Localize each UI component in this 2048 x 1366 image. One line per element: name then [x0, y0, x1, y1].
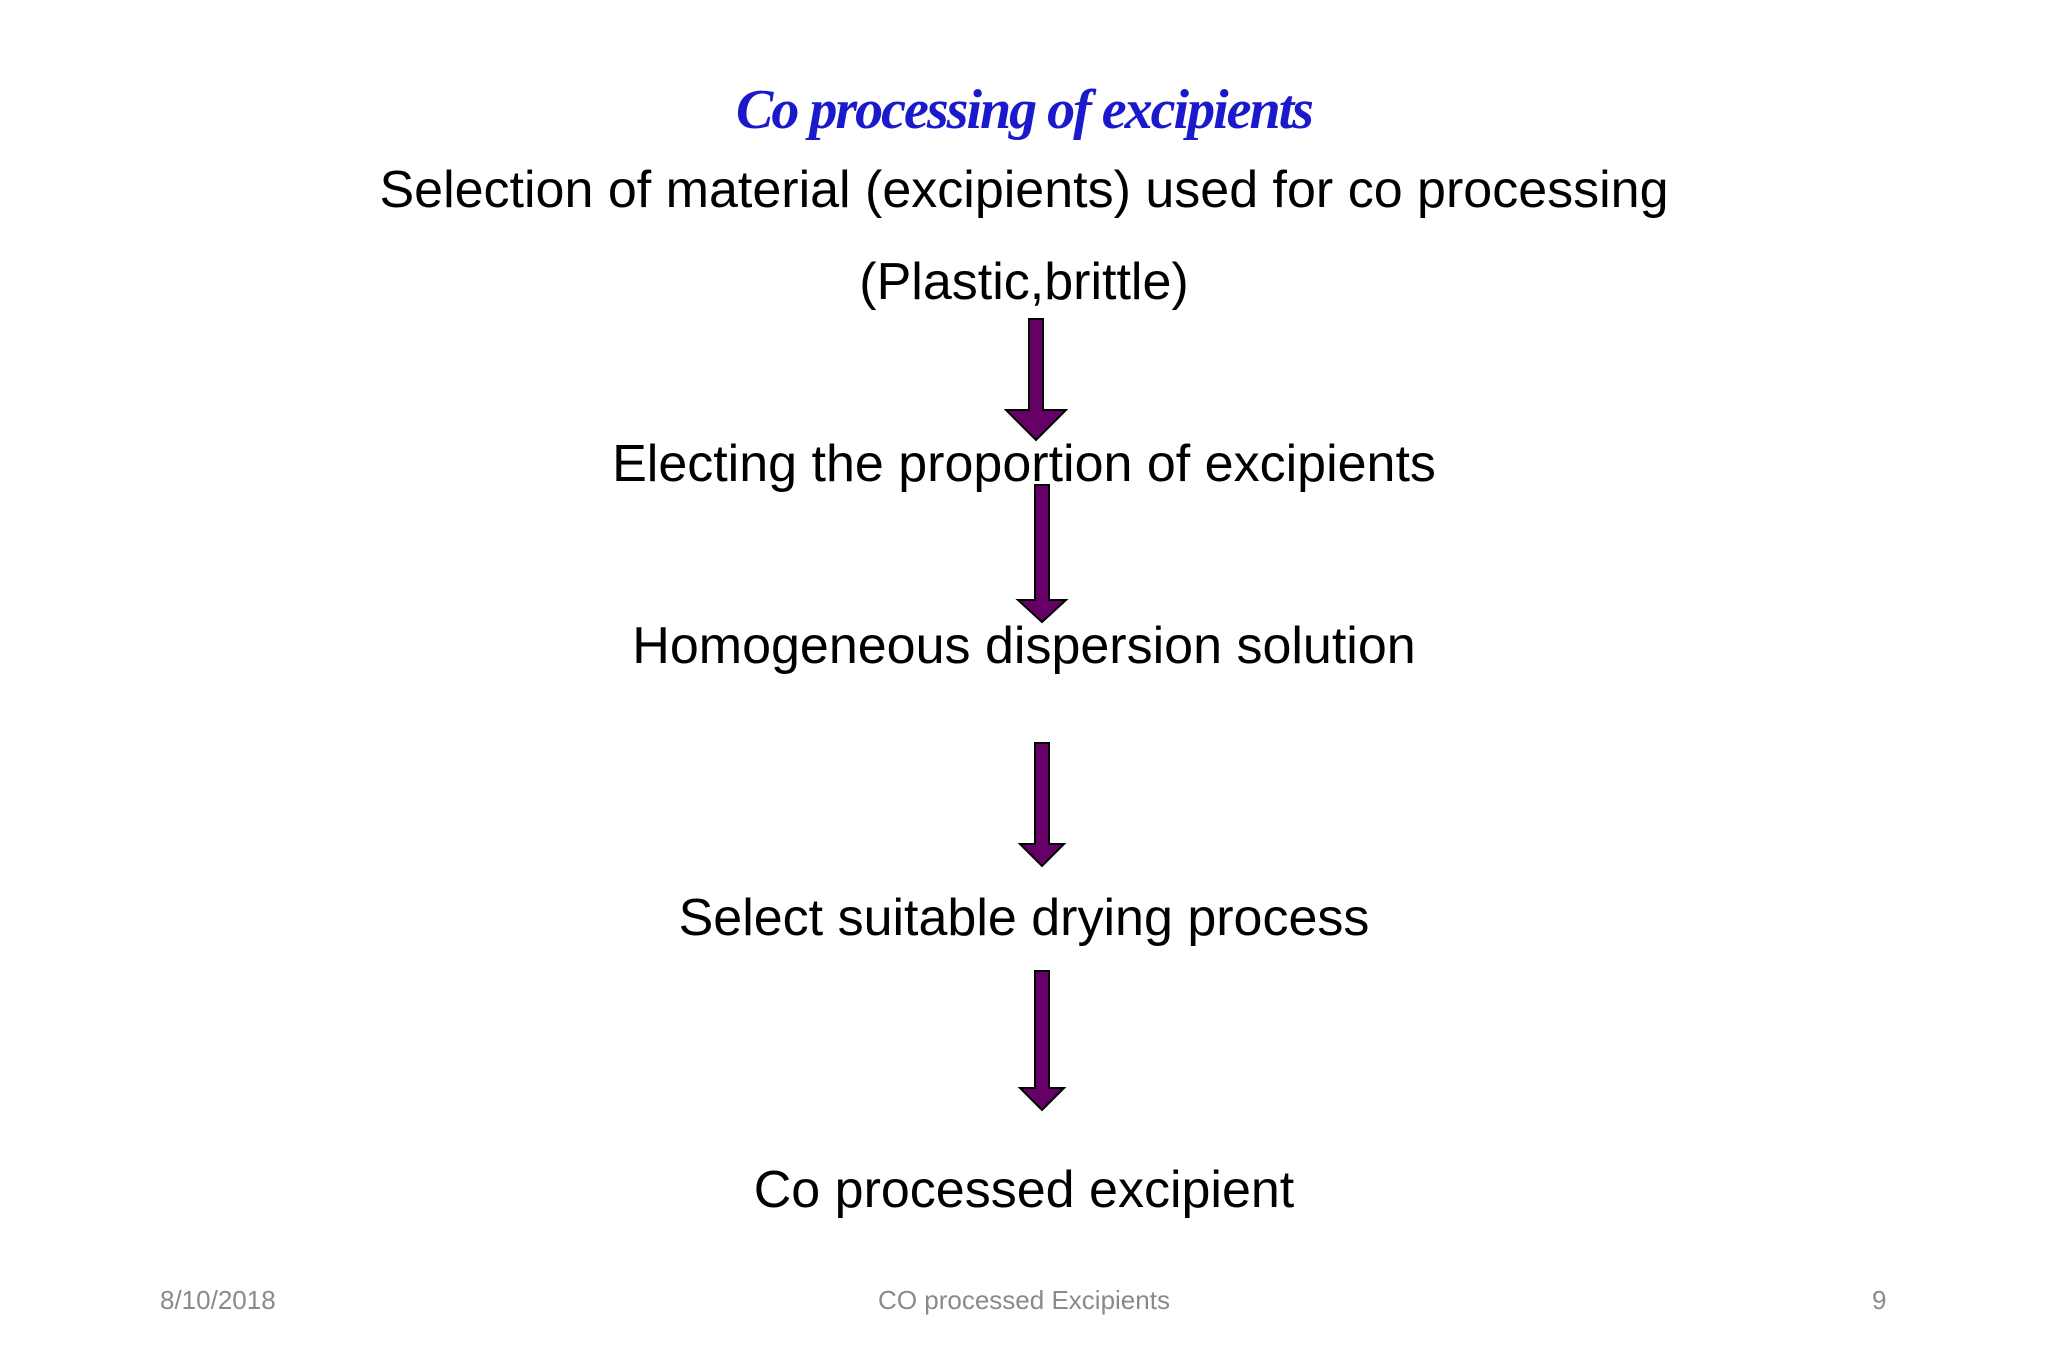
flow-step-selection: Selection of material (excipients) used … — [0, 160, 2048, 312]
flow-step-selection-subtext: (Plastic,brittle) — [859, 253, 1189, 311]
flow-step-proportion-text: Electing the proportion of excipients — [612, 435, 1436, 493]
flow-step-drying-text: Select suitable drying process — [678, 889, 1370, 947]
down-arrow-icon — [1017, 970, 1067, 1112]
flow-step-dispersion: Homogeneous dispersion solution — [0, 616, 2048, 676]
down-arrow-icon — [1017, 742, 1067, 868]
flow-step-result: Co processed excipient — [0, 1160, 2048, 1220]
slide-title: Co processing of excipients — [736, 79, 1314, 141]
down-arrow-icon — [1004, 318, 1068, 442]
flow-step-selection-text: Selection of material (excipients) used … — [379, 161, 1669, 219]
flow-step-drying: Select suitable drying process — [0, 888, 2048, 948]
footer-title: CO processed Excipients — [878, 1285, 1170, 1315]
flow-step-result-text: Co processed excipient — [753, 1161, 1295, 1219]
flow-step-proportion: Electing the proportion of excipients — [0, 434, 2048, 494]
down-arrow-icon — [1015, 484, 1069, 624]
footer-date: 8/10/2018 — [160, 1285, 276, 1315]
footer-page-number: 9 — [1872, 1285, 1887, 1315]
flow-step-dispersion-text: Homogeneous dispersion solution — [632, 617, 1416, 675]
